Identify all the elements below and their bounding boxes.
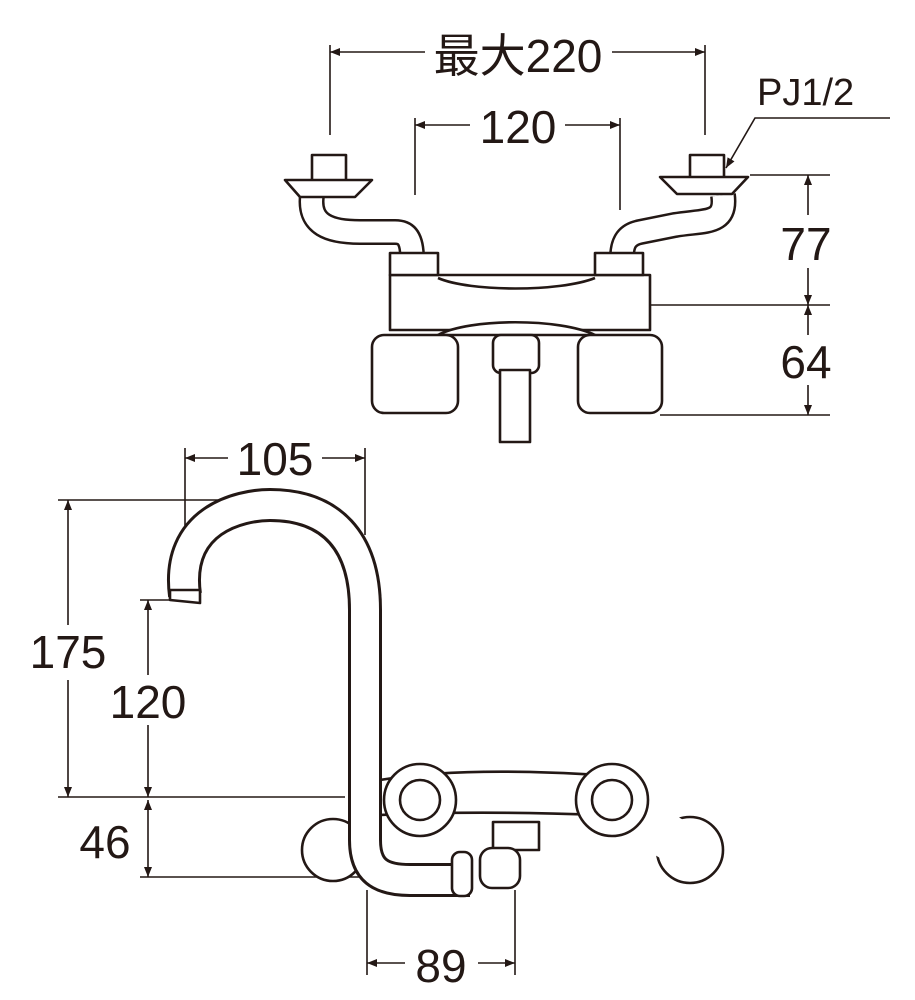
- gooseneck-spout-fill: [169, 490, 470, 894]
- faucet-body: [388, 273, 652, 332]
- left-nut: [388, 251, 440, 277]
- right-nut: [593, 251, 645, 277]
- dim-height-upper: 77: [780, 218, 831, 270]
- dim-center-distance: 120: [480, 101, 557, 153]
- height-extension-lines-side: [58, 499, 360, 878]
- left-supply-pipe-fill: [301, 193, 423, 259]
- spout-base: [491, 333, 541, 375]
- left-handle: [370, 333, 460, 415]
- faucet-side-outline: [167, 487, 725, 898]
- spout-collar: [450, 850, 474, 898]
- height-extension-lines: [650, 174, 830, 416]
- thread-leader: [725, 117, 890, 169]
- extension-lines: [329, 45, 706, 210]
- left-handle-cap: [398, 778, 442, 822]
- left-inlet-stem: [310, 153, 348, 183]
- left-wall-flange: [283, 178, 374, 199]
- top-view: 最大220 120 PJ1/2 77 64: [283, 30, 890, 444]
- dim-depth: 89: [415, 940, 466, 992]
- spout-nut-side: [491, 820, 541, 852]
- spout-tip: [168, 588, 202, 605]
- dim-spout-height: 120: [110, 676, 187, 728]
- right-wall-flange: [658, 175, 750, 196]
- spout-joint-side: [478, 846, 522, 890]
- right-handle-cap: [590, 778, 634, 822]
- dim-height-lower: 64: [780, 336, 831, 388]
- right-handle: [576, 333, 664, 415]
- thread-label: PJ1/2: [757, 72, 854, 114]
- dim-spout-reach: 105: [237, 433, 314, 485]
- body-underside: [436, 321, 597, 337]
- spout: [498, 368, 532, 444]
- faucet-top-outline: [283, 153, 750, 444]
- right-elbow: [630, 800, 700, 870]
- dim-max-width: 最大220: [434, 30, 603, 82]
- side-view: 105 175 120 46 89: [30, 433, 725, 992]
- dim-base-height: 46: [79, 816, 130, 868]
- dim-total-height: 175: [30, 626, 107, 678]
- right-supply-pipe-fill: [611, 193, 734, 259]
- body-contour: [437, 276, 596, 290]
